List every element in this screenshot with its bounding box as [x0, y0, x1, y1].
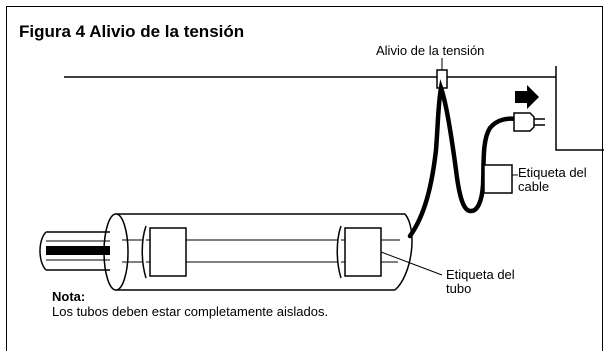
arrow-right-icon [515, 85, 539, 109]
label-tube-tag: Etiqueta del tubo [446, 267, 515, 296]
cable-bundle-left [46, 231, 110, 271]
device-box [555, 66, 604, 151]
leader-tube-tag [380, 251, 443, 276]
figure-title: Figura 4 Alivio de la tensión [19, 22, 245, 41]
tube-body [116, 213, 405, 291]
note-block: Nota: Los tubos deben estar completament… [52, 289, 342, 319]
figure-frame [6, 6, 603, 351]
cable-tag [483, 164, 513, 194]
note-text: Los tubos deben estar completamente aisl… [52, 304, 329, 319]
note-title: Nota: [52, 289, 86, 304]
tube-end-right [394, 213, 413, 291]
cable [407, 79, 519, 239]
plug [513, 112, 535, 132]
cable-bundle-end [39, 231, 47, 271]
tube-tag-left [141, 225, 187, 279]
cable-bundle-core [46, 246, 110, 255]
label-strain-relief: Alivio de la tensión [376, 43, 485, 58]
label-cable-tag: Etiqueta del cable [518, 165, 587, 194]
tube-tag-right [336, 225, 382, 279]
